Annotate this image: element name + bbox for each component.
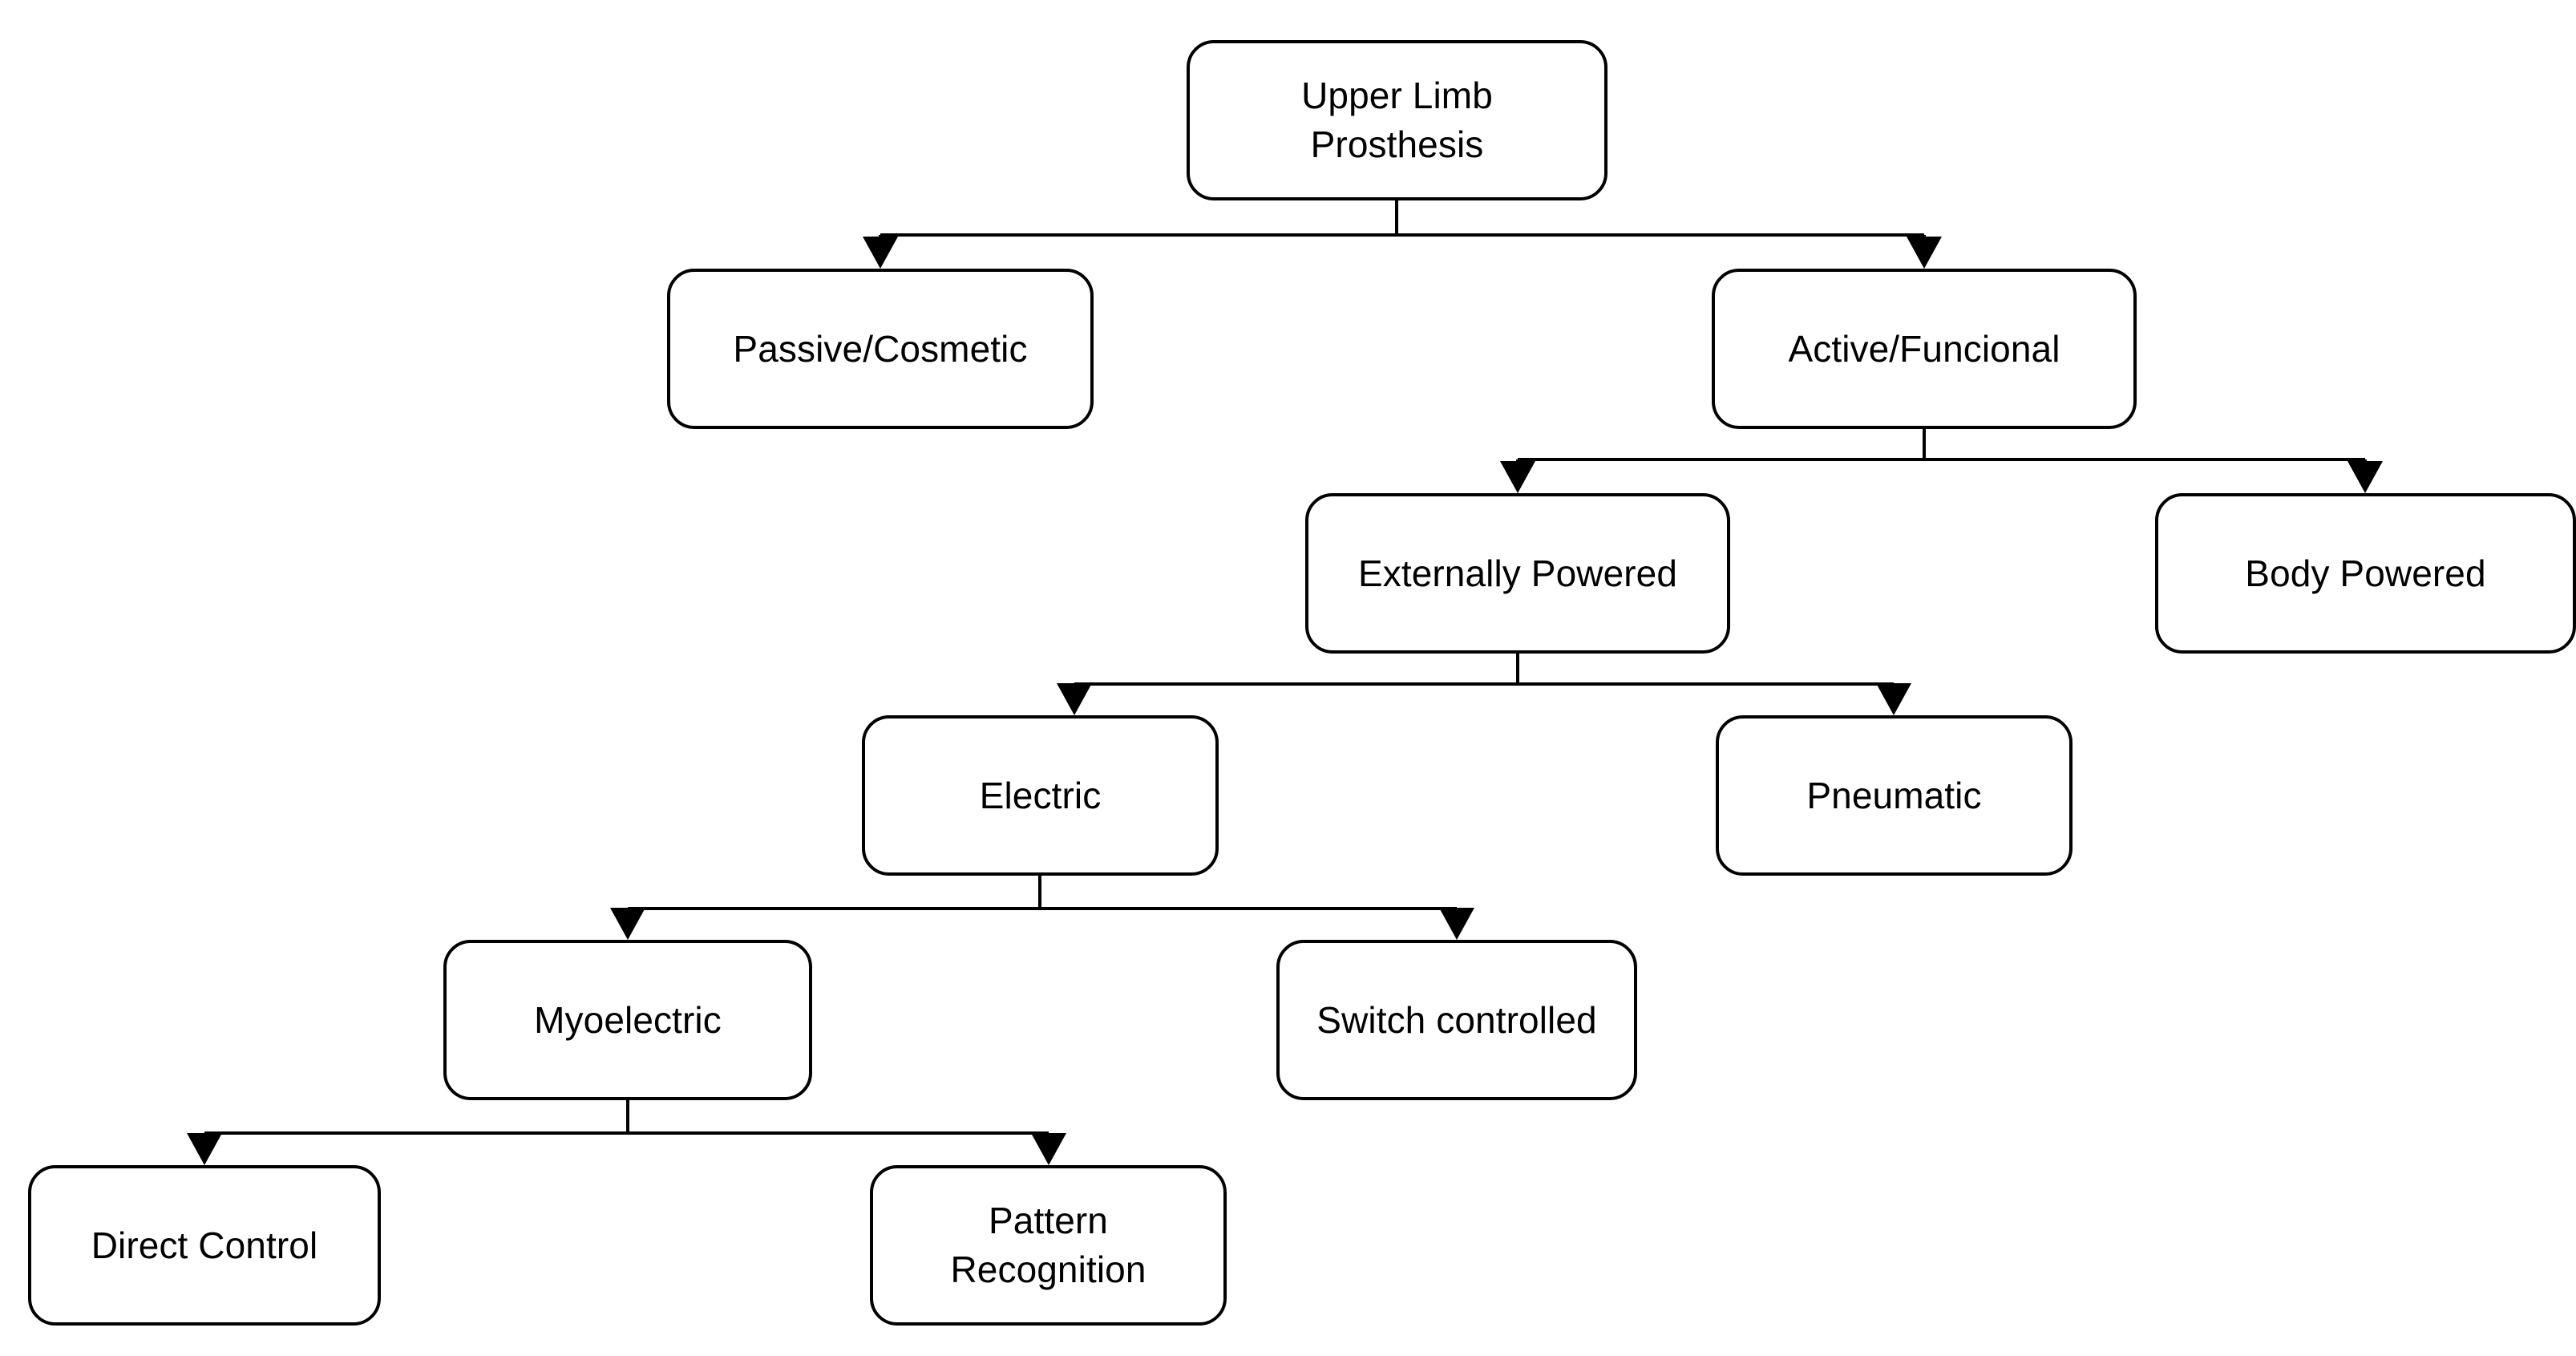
node-direct-control[interactable]: Direct Control	[28, 1165, 381, 1326]
connector-myoelectric-arrowhead-1	[1031, 1133, 1066, 1165]
connector-root-arrowhead-1	[1907, 237, 1942, 269]
node-pneumatic[interactable]: Pneumatic	[1716, 715, 2073, 876]
node-pattern-recognition[interactable]: Pattern Recognition	[870, 1165, 1227, 1326]
connector-myoelectric-arrowhead-0	[187, 1133, 222, 1165]
connector-root-arrowhead-0	[863, 237, 898, 269]
node-label-pattern-recognition: Pattern Recognition	[950, 1200, 1146, 1290]
node-myoelectric[interactable]: Myoelectric	[443, 940, 812, 1100]
connector-electric-arrowhead-0	[610, 908, 645, 940]
connector-active-arrowhead-1	[2348, 461, 2383, 493]
connector-externally-powered-arrowhead-0	[1057, 683, 1092, 715]
node-label-body-powered: Body Powered	[2245, 552, 2486, 594]
node-upper-limb-prosthesis[interactable]: Upper Limb Prosthesis	[1187, 40, 1607, 200]
node-electric[interactable]: Electric	[862, 715, 1219, 876]
node-label-externally-powered: Externally Powered	[1357, 552, 1678, 594]
node-passive-cosmetic[interactable]: Passive/Cosmetic	[667, 269, 1094, 429]
node-active-funcional[interactable]: Active/Funcional	[1712, 269, 2137, 429]
connector-electric-arrowhead-1	[1439, 908, 1474, 940]
node-label-electric: Electric	[979, 774, 1102, 816]
node-label-upper-limb-prosthesis: Upper Limb Prosthesis	[1301, 75, 1493, 165]
node-label-myoelectric: Myoelectric	[534, 998, 722, 1041]
node-label-direct-control: Direct Control	[91, 1224, 318, 1266]
node-externally-powered[interactable]: Externally Powered	[1305, 493, 1730, 654]
node-label-active-funcional: Active/Funcional	[1788, 327, 2060, 370]
node-label-switch-controlled: Switch controlled	[1316, 998, 1597, 1041]
connector-externally-powered-arrowhead-1	[1876, 683, 1911, 715]
connector-active-arrowhead-0	[1500, 461, 1535, 493]
node-label-pneumatic: Pneumatic	[1806, 774, 1982, 816]
node-body-powered[interactable]: Body Powered	[2155, 493, 2576, 654]
node-switch-controlled[interactable]: Switch controlled	[1276, 940, 1637, 1100]
node-label-passive-cosmetic: Passive/Cosmetic	[733, 327, 1028, 370]
